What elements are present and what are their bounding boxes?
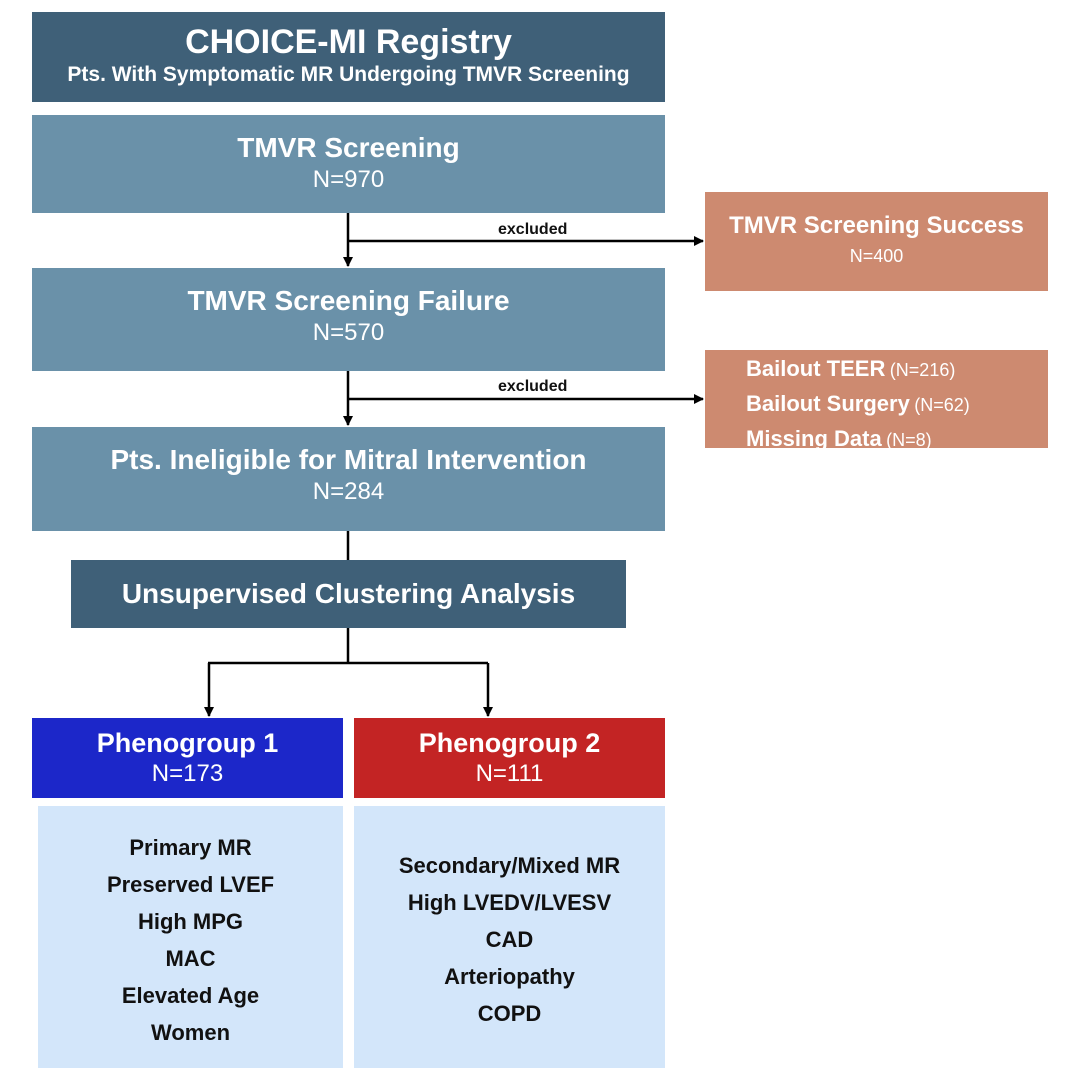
screening-count: N=970 xyxy=(312,166,385,193)
ineligible-box: Pts. Ineligible for Mitral Intervention … xyxy=(32,427,665,531)
screening-title: TMVR Screening xyxy=(237,132,460,163)
excluded-label-1: excluded xyxy=(498,221,568,238)
screening-success-title: TMVR Screening Success xyxy=(729,212,1024,239)
bailout-count: (N=62) xyxy=(914,395,970,415)
screening-failure-title: TMVR Screening Failure xyxy=(187,285,510,316)
feature-item: CAD xyxy=(485,927,534,952)
feature-item: High MPG xyxy=(137,909,244,934)
phenogroup1-title: Phenogroup 1 xyxy=(96,728,279,758)
clustering-box: Unsupervised Clustering Analysis xyxy=(71,560,626,628)
feature-item: Arteriopathy xyxy=(444,964,575,989)
screening-failure-count: N=570 xyxy=(312,319,385,346)
bailout-label: Missing Data xyxy=(746,426,882,451)
phenogroup1-features: Primary MR Preserved LVEF High MPG MAC E… xyxy=(38,806,343,1068)
feature-item: Secondary/Mixed MR xyxy=(398,853,621,878)
bailout-row: Missing Data (N=8) xyxy=(746,423,1048,458)
feature-item: Women xyxy=(150,1020,231,1045)
feature-item: High LVEDV/LVESV xyxy=(407,890,612,915)
clustering-title: Unsupervised Clustering Analysis xyxy=(121,578,576,609)
registry-box: CHOICE-MI Registry Pts. With Symptomatic… xyxy=(32,12,665,102)
phenogroup2-count: N=111 xyxy=(475,760,544,787)
excluded-label-2: excluded xyxy=(498,378,568,395)
screening-success-count: N=400 xyxy=(849,246,904,266)
registry-subtitle: Pts. With Symptomatic MR Undergoing TMVR… xyxy=(67,63,630,86)
phenogroup1-header: Phenogroup 1 N=173 xyxy=(32,718,343,798)
phenogroup2-features: Secondary/Mixed MR High LVEDV/LVESV CAD … xyxy=(354,806,665,1068)
bailout-row: Bailout TEER (N=216) xyxy=(746,353,1048,388)
registry-title: CHOICE-MI Registry xyxy=(185,23,512,61)
bailout-count: (N=8) xyxy=(886,430,932,450)
bailout-label: Bailout Surgery xyxy=(746,391,910,416)
feature-item: COPD xyxy=(477,1001,542,1026)
screening-success-box: TMVR Screening Success N=400 xyxy=(705,192,1048,291)
bailout-box: Bailout TEER (N=216) Bailout Surgery (N=… xyxy=(705,350,1048,451)
feature-item: Elevated Age xyxy=(121,983,260,1008)
phenogroup1-count: N=173 xyxy=(151,760,224,787)
phenogroup2-header: Phenogroup 2 N=111 xyxy=(354,718,665,798)
phenogroup2-title: Phenogroup 2 xyxy=(418,728,601,758)
ineligible-count: N=284 xyxy=(312,478,385,505)
bailout-count: (N=216) xyxy=(889,360,956,380)
feature-item: Preserved LVEF xyxy=(106,872,275,897)
feature-item: MAC xyxy=(165,946,216,971)
bailout-row: Bailout Surgery (N=62) xyxy=(746,388,1048,423)
screening-failure-box: TMVR Screening Failure N=570 xyxy=(32,268,665,371)
bailout-label: Bailout TEER xyxy=(746,356,886,381)
screening-box: TMVR Screening N=970 xyxy=(32,115,665,213)
feature-item: Primary MR xyxy=(129,835,252,860)
ineligible-title: Pts. Ineligible for Mitral Intervention xyxy=(110,444,587,475)
